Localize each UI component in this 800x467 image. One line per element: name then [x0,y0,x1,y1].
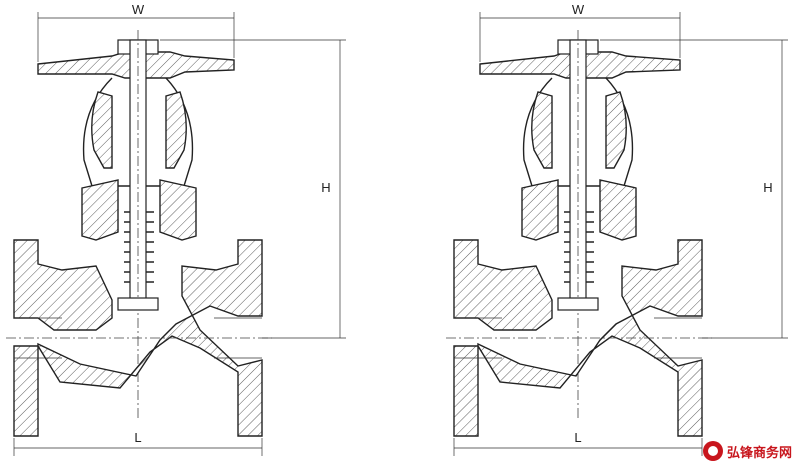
left-h-label: H [321,180,330,195]
left-valve-body [13,239,113,331]
hongfeng-logo-icon [702,441,723,461]
right-h-label: H [763,180,772,195]
left-valve: W H L [6,2,346,456]
left-w-label: W [132,2,145,17]
right-valve-body [453,239,553,331]
watermark-text: 弘锋商务网 [726,445,792,461]
left-disc [117,297,159,311]
left-l-label: L [134,430,141,445]
right-l-label: L [574,430,581,445]
right-valve: W H L [446,2,788,456]
left-bonnet [81,179,119,241]
right-w-label: W [572,2,585,17]
watermark: 弘锋商务网 [702,441,792,461]
right-disc [557,297,599,311]
right-bonnet [521,179,559,241]
